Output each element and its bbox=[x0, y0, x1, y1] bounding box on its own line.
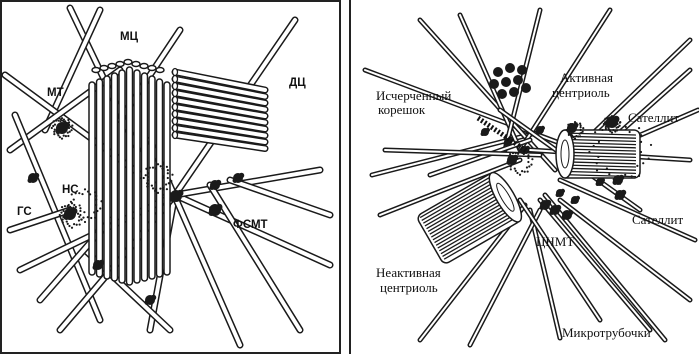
tube-end bbox=[173, 111, 178, 118]
tube-end bbox=[173, 90, 178, 97]
tube-end bbox=[124, 60, 132, 65]
microtubule bbox=[230, 180, 330, 215]
label-satellite-top: Сателлит bbox=[628, 110, 679, 125]
microtubule bbox=[385, 150, 540, 155]
tube-end bbox=[173, 83, 178, 90]
tube-end bbox=[173, 76, 178, 83]
tube-end bbox=[92, 68, 100, 73]
satellite bbox=[481, 128, 490, 136]
tube-end bbox=[173, 118, 178, 125]
tube-end bbox=[173, 104, 178, 111]
granule bbox=[521, 83, 531, 93]
granule bbox=[489, 79, 499, 89]
tube-end bbox=[108, 64, 116, 69]
inactive-centriole-body bbox=[416, 169, 527, 265]
granule bbox=[497, 89, 507, 99]
active-centriole-end bbox=[556, 130, 574, 178]
tube-end bbox=[173, 69, 178, 76]
tube-end bbox=[173, 97, 178, 104]
label-inactive-centriole-1: Неактивная bbox=[376, 265, 441, 280]
label-active-centriole-2: центриоль bbox=[552, 85, 610, 100]
label-cnmt: ЦНМТ bbox=[536, 234, 574, 249]
granule bbox=[505, 63, 515, 73]
label-mt: МТ bbox=[47, 87, 64, 99]
label-satellite-right: Сателлит bbox=[632, 212, 683, 227]
granule bbox=[517, 65, 527, 75]
microtubule bbox=[530, 210, 560, 338]
left-panel: МЦ МТ ДЦ НС ГС ФСМТ bbox=[1, 1, 340, 353]
satellite bbox=[571, 196, 580, 204]
granule bbox=[509, 87, 519, 97]
tube-end bbox=[140, 64, 148, 69]
tube-end bbox=[132, 62, 140, 67]
label-active-centriole-1: Активная bbox=[560, 70, 613, 85]
granule bbox=[493, 67, 503, 77]
satellite-left bbox=[28, 173, 40, 183]
tube-end bbox=[173, 132, 178, 139]
inactive-centriole bbox=[416, 169, 527, 265]
mother-centriole bbox=[92, 60, 167, 283]
tube-end bbox=[100, 66, 108, 71]
label-inactive-centriole-2: центриоль bbox=[380, 280, 438, 295]
satellite bbox=[556, 189, 565, 197]
label-striated-root-1: Исчерченный bbox=[376, 88, 451, 103]
right-panel: Исчерченный корешок Активная центриоль С… bbox=[350, 0, 698, 354]
granule bbox=[513, 75, 523, 85]
tube-end bbox=[173, 125, 178, 132]
label-mc: МЦ bbox=[120, 31, 139, 43]
granule bbox=[501, 77, 511, 87]
microtubule bbox=[560, 180, 695, 240]
label-fsmt: ФСМТ bbox=[233, 219, 268, 231]
label-microtubules: Микротрубочки bbox=[562, 325, 651, 340]
tube-end bbox=[156, 68, 164, 73]
tube-end bbox=[116, 62, 124, 67]
label-dc: ДЦ bbox=[289, 77, 306, 89]
satellite bbox=[562, 210, 574, 220]
label-striated-root-2: корешок bbox=[378, 102, 426, 117]
label-ns: НС bbox=[62, 184, 79, 196]
tube-end bbox=[148, 66, 156, 71]
label-gs: ГС bbox=[17, 206, 32, 218]
